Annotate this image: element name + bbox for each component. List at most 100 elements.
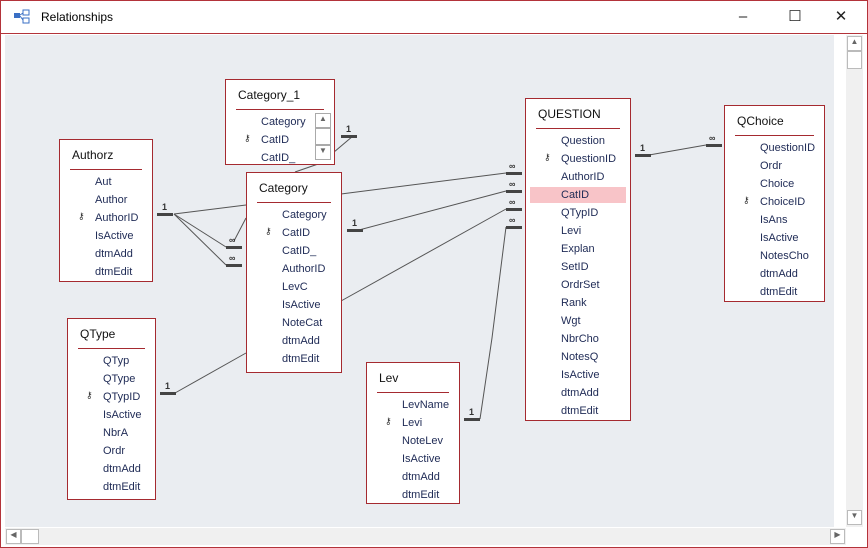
field-scroll-down-arrow[interactable]: ▼ — [315, 145, 331, 160]
relationship-line[interactable] — [173, 204, 247, 215]
relationship-line[interactable] — [174, 352, 247, 394]
field-item[interactable]: dtmAdd — [282, 335, 320, 347]
one-cardinality-label: 1 — [162, 202, 167, 212]
field-item[interactable]: dtmEdit — [760, 286, 798, 298]
field-item[interactable]: NoteLev — [402, 435, 443, 447]
field-scroll-track[interactable] — [315, 128, 331, 145]
field-item[interactable]: AuthorID — [282, 263, 326, 275]
field-item[interactable]: QTypID — [561, 207, 599, 219]
field-scroll-up-arrow[interactable]: ▲ — [315, 113, 331, 128]
relationship-line[interactable] — [340, 172, 507, 195]
field-item[interactable]: IsActive — [95, 230, 134, 242]
field-item[interactable]: AuthorID — [561, 171, 605, 183]
field-item[interactable]: Aut — [95, 176, 112, 188]
field-item[interactable]: QTypID — [103, 391, 141, 403]
field-item[interactable]: dtmEdit — [561, 405, 599, 417]
field-item[interactable]: Author — [95, 194, 128, 206]
field-item[interactable]: QuestionID — [760, 142, 816, 154]
field-item[interactable]: dtmAdd — [95, 248, 133, 260]
field-item[interactable]: CatID_ — [261, 152, 296, 164]
field-item[interactable]: ChoiceID — [760, 196, 806, 208]
relationship-line[interactable] — [340, 208, 507, 302]
field-item[interactable]: dtmEdit — [103, 481, 141, 493]
field-item[interactable]: CatID — [561, 189, 590, 201]
field-item[interactable]: IsActive — [402, 453, 441, 465]
field-item[interactable]: CatID_ — [282, 245, 317, 257]
field-item[interactable]: dtmAdd — [103, 463, 141, 475]
table-title[interactable]: QType — [80, 327, 116, 341]
field-item[interactable]: QType — [103, 373, 136, 385]
field-item[interactable]: SetID — [561, 261, 589, 273]
field-item[interactable]: QTyp — [103, 355, 130, 367]
field-item[interactable]: IsActive — [561, 369, 600, 381]
field-item[interactable]: NbrA — [103, 427, 129, 439]
table-title[interactable]: Lev — [379, 371, 399, 385]
table-title[interactable]: Category — [259, 181, 308, 195]
field-item[interactable]: dtmAdd — [402, 471, 440, 483]
field-item[interactable]: dtmEdit — [282, 353, 320, 365]
vertical-scrollbar[interactable]: ▲ ▼ — [846, 35, 863, 527]
one-end-marker — [160, 392, 176, 395]
table-title[interactable]: QChoice — [737, 114, 784, 128]
vertical-scroll-thumb[interactable] — [847, 51, 862, 69]
relationship-line[interactable] — [173, 213, 227, 248]
field-item[interactable]: Explan — [561, 243, 595, 255]
scroll-left-arrow[interactable]: ◀ — [6, 529, 21, 544]
field-item[interactable]: Category — [261, 116, 306, 128]
field-item[interactable]: IsActive — [760, 232, 799, 244]
minimize-button[interactable]: – — [738, 8, 748, 25]
field-item[interactable]: AuthorID — [95, 212, 139, 224]
field-item[interactable]: Rank — [561, 297, 587, 309]
field-item[interactable]: dtmAdd — [561, 387, 599, 399]
field-item[interactable]: Levi — [561, 225, 582, 237]
field-item[interactable]: NotesQ — [561, 351, 599, 363]
field-item[interactable]: dtmEdit — [95, 266, 133, 278]
relationship-line[interactable] — [479, 226, 507, 420]
table-title[interactable]: QUESTION — [538, 107, 601, 121]
field-item[interactable]: Ordr — [103, 445, 125, 457]
table-title[interactable]: Category_1 — [238, 88, 301, 102]
field-item[interactable]: NbrCho — [561, 333, 599, 345]
field-item[interactable]: Ordr — [760, 160, 782, 172]
field-item[interactable]: QuestionID — [561, 153, 617, 165]
field-item[interactable]: dtmEdit — [402, 489, 440, 501]
scroll-up-arrow[interactable]: ▲ — [847, 36, 862, 51]
field-item[interactable]: Wgt — [561, 315, 581, 327]
relationship-line[interactable] — [233, 217, 247, 242]
scroll-right-arrow[interactable]: ▶ — [830, 529, 845, 544]
close-button[interactable]: ✕ — [834, 8, 848, 25]
field-item[interactable]: Question — [561, 135, 606, 147]
field-item[interactable]: Category — [282, 209, 327, 221]
field-item[interactable]: LevC — [282, 281, 308, 293]
title-divider — [257, 202, 331, 203]
scroll-down-arrow[interactable]: ▼ — [847, 510, 862, 525]
horizontal-scroll-thumb[interactable] — [21, 529, 39, 544]
field-item[interactable]: dtmAdd — [760, 268, 798, 280]
field-item[interactable]: CatID — [261, 134, 290, 146]
field-item[interactable]: LevName — [402, 399, 450, 411]
relationship-line[interactable] — [648, 144, 707, 156]
field-item[interactable]: OrdrSet — [561, 279, 600, 291]
field-item[interactable]: Levi — [402, 417, 423, 429]
field-item[interactable]: NoteCat — [282, 317, 323, 329]
field-item[interactable]: Choice — [760, 178, 795, 190]
field-item[interactable]: NotesCho — [760, 250, 809, 262]
horizontal-scrollbar[interactable]: ◀ ▶ — [5, 528, 846, 545]
field-item[interactable]: CatID — [282, 227, 311, 239]
relationship-line[interactable] — [358, 190, 507, 231]
table-title[interactable]: Authorz — [72, 148, 114, 162]
field-item[interactable]: IsAns — [760, 214, 788, 226]
field-item[interactable]: IsActive — [103, 409, 142, 421]
field-item[interactable]: IsActive — [282, 299, 321, 311]
relationship-line[interactable] — [173, 213, 227, 266]
maximize-button[interactable]: ☐ — [788, 8, 802, 25]
